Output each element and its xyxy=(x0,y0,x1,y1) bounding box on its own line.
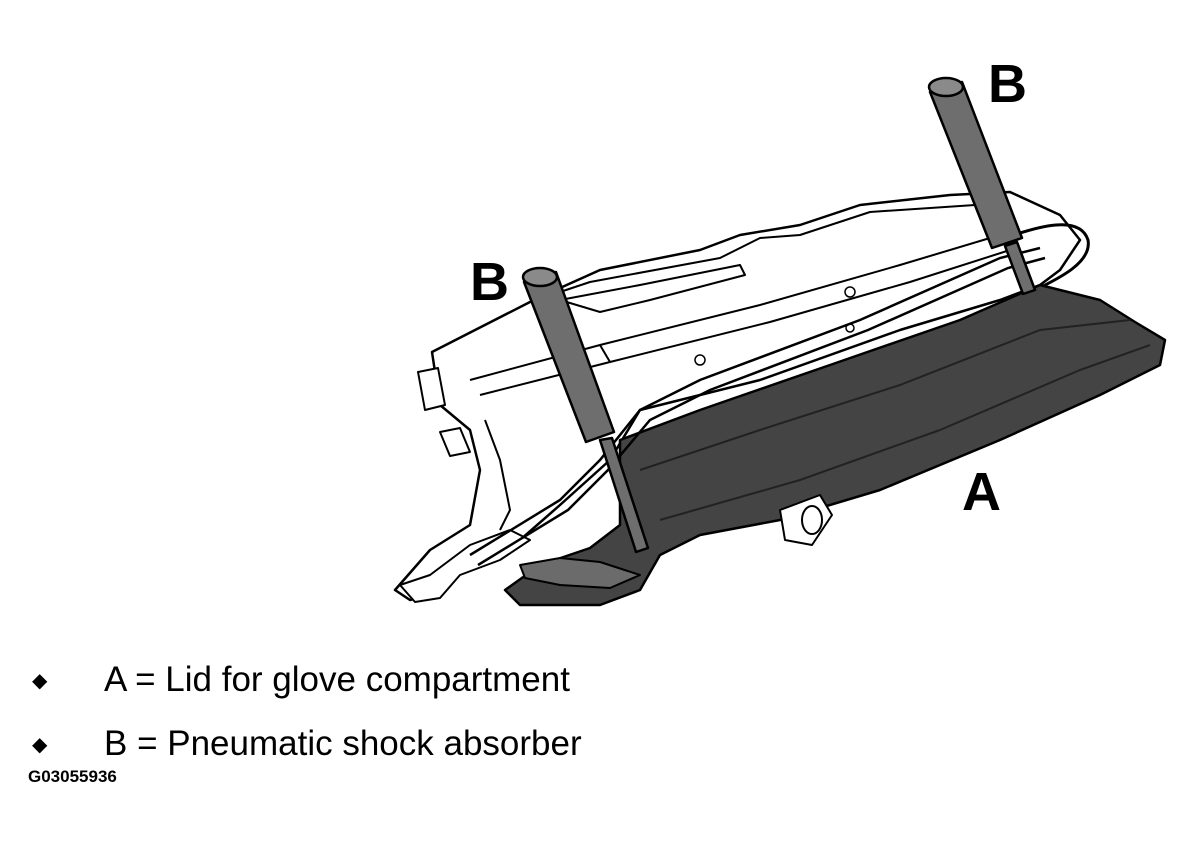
legend-text: A = Lid for glove compartment xyxy=(104,660,570,699)
lid-wire xyxy=(469,246,1046,567)
glove-compartment-lid xyxy=(503,283,1167,607)
glove-compartment-drawing: B B A xyxy=(393,54,1167,607)
legend-item-absorber: ◆ B = Pneumatic shock absorber xyxy=(28,712,828,776)
callout-b-left: B xyxy=(470,252,509,312)
shock-absorber-right xyxy=(927,76,1037,296)
diamond-bullet-icon: ◆ xyxy=(32,733,48,756)
legend-text: B = Pneumatic shock absorber xyxy=(104,724,582,763)
diamond-bullet-icon: ◆ xyxy=(32,669,48,692)
shock-absorber-left xyxy=(521,266,650,554)
glove-compartment-illustration: B B A xyxy=(393,54,1167,607)
callout-b-right: B xyxy=(988,54,1027,114)
callout-a: A xyxy=(962,462,1001,522)
legend-item-lid: ◆ A = Lid for glove compartment xyxy=(28,648,828,712)
figure-id: G03055936 xyxy=(28,767,117,786)
legend: ◆ A = Lid for glove compartment ◆ B = Pn… xyxy=(28,648,828,776)
